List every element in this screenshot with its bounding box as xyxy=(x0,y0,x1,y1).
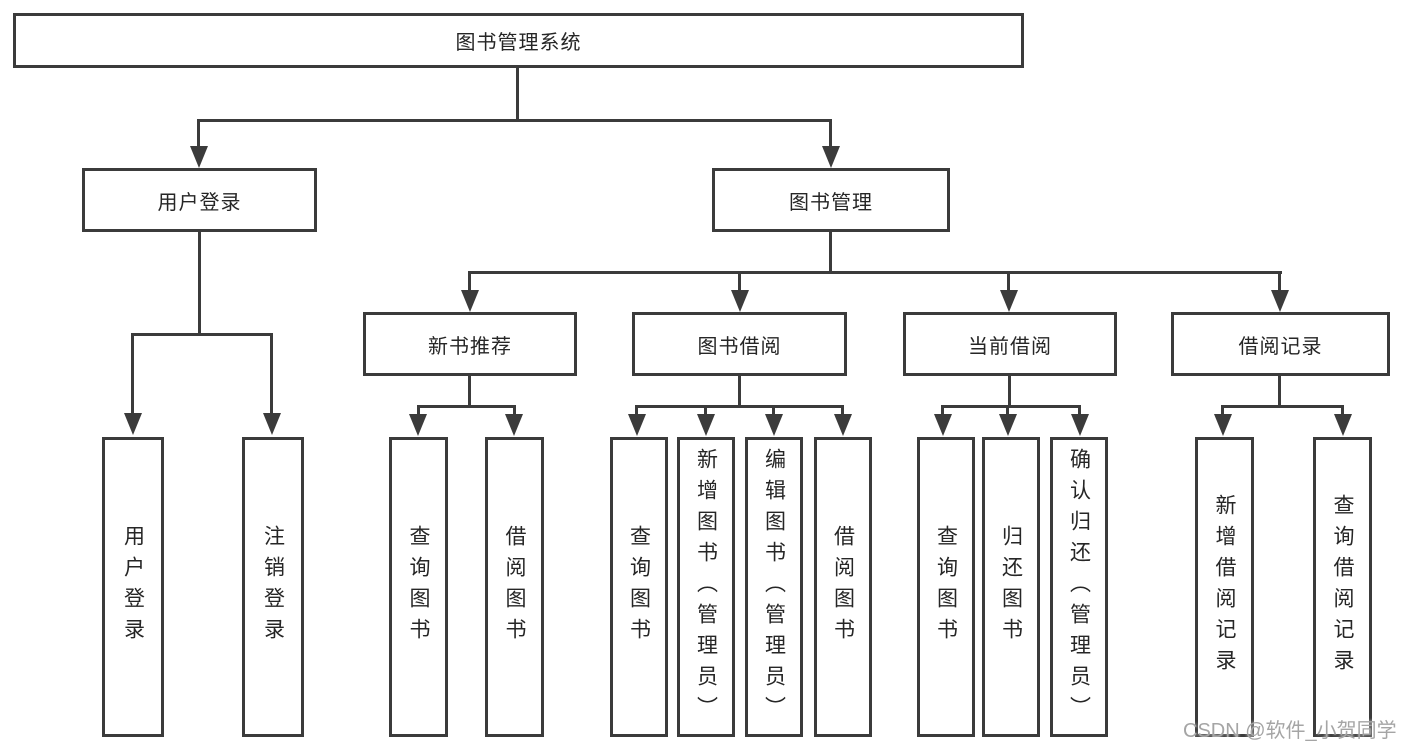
connector-line-v xyxy=(738,271,741,293)
node-user-login-label: 用户登录 xyxy=(157,191,242,214)
connector-line-h xyxy=(1222,405,1344,408)
node-leaf-bb-query-books-label: 查询图书 xyxy=(627,525,651,649)
node-book-management: 图书管理 xyxy=(712,168,950,232)
node-leaf-bb-edit-book-admin-label: 编辑图书（管理员） xyxy=(762,447,786,727)
connector-line-v xyxy=(417,405,420,417)
connector-line-v xyxy=(1341,405,1344,417)
node-leaf-br-add-record: 新增借阅记录 xyxy=(1195,437,1254,737)
arrow-down-icon xyxy=(1071,414,1089,436)
connector-line-v xyxy=(704,405,707,417)
node-system-root-label: 图书管理系统 xyxy=(455,32,582,54)
node-leaf-bb-edit-book-admin: 编辑图书（管理员） xyxy=(745,437,803,737)
node-current-borrowing-label: 当前借阅 xyxy=(968,335,1052,358)
connector-line-v xyxy=(468,271,471,293)
node-leaf-nbr-query-books: 查询图书 xyxy=(389,437,448,737)
node-leaf-br-query-record-label: 查询借阅记录 xyxy=(1331,494,1354,680)
connector-line-v xyxy=(1007,271,1010,293)
connector-line-v xyxy=(829,232,832,274)
connector-line-v xyxy=(1078,405,1081,417)
arrow-down-icon xyxy=(765,414,783,436)
node-leaf-cb-confirm-return-admin: 确认归还（管理员） xyxy=(1050,437,1108,737)
arrow-down-icon xyxy=(263,413,281,435)
arrow-down-icon xyxy=(190,146,208,168)
connector-line-v xyxy=(738,376,741,408)
connector-line-v xyxy=(1278,376,1281,408)
connector-line-v xyxy=(131,333,134,413)
node-leaf-logout-label: 注销登录 xyxy=(261,525,285,649)
arrow-down-icon xyxy=(822,146,840,168)
arrow-down-icon xyxy=(461,290,479,312)
connector-line-v xyxy=(270,333,273,413)
connector-line-v xyxy=(198,232,201,336)
arrow-down-icon xyxy=(628,414,646,436)
node-user-login: 用户登录 xyxy=(82,168,317,232)
connector-line-v xyxy=(941,405,944,417)
node-leaf-bb-borrow-books-label: 借阅图书 xyxy=(831,525,855,649)
node-leaf-nbr-borrow-books: 借阅图书 xyxy=(485,437,544,737)
node-leaf-bb-query-books: 查询图书 xyxy=(610,437,668,737)
node-system-root: 图书管理系统 xyxy=(13,13,1024,68)
connector-line-v xyxy=(513,405,516,417)
arrow-down-icon xyxy=(505,414,523,436)
connector-line-v xyxy=(1221,405,1224,417)
connector-line-v xyxy=(829,119,832,149)
arrow-down-icon xyxy=(934,414,952,436)
connector-line-v xyxy=(197,119,200,149)
connector-line-h xyxy=(468,271,1282,274)
node-borrow-records-label: 借阅记录 xyxy=(1238,335,1323,358)
node-leaf-nbr-query-books-label: 查询图书 xyxy=(407,525,430,649)
arrow-down-icon xyxy=(1271,290,1289,312)
node-leaf-user-login-label: 用户登录 xyxy=(121,525,145,649)
node-leaf-bb-add-book-admin-label: 新增图书（管理员） xyxy=(694,447,718,727)
arrow-down-icon xyxy=(697,414,715,436)
connector-line-v xyxy=(1278,271,1281,293)
node-leaf-br-query-record: 查询借阅记录 xyxy=(1313,437,1372,737)
node-leaf-logout: 注销登录 xyxy=(242,437,304,737)
arrow-down-icon xyxy=(1214,414,1232,436)
node-book-borrowing-label: 图书借阅 xyxy=(697,335,782,358)
arrow-down-icon xyxy=(1334,414,1352,436)
node-leaf-user-login: 用户登录 xyxy=(102,437,164,737)
node-leaf-br-add-record-label: 新增借阅记录 xyxy=(1213,494,1236,680)
node-leaf-nbr-borrow-books-label: 借阅图书 xyxy=(503,525,526,649)
node-borrow-records: 借阅记录 xyxy=(1171,312,1390,376)
node-leaf-bb-add-book-admin: 新增图书（管理员） xyxy=(677,437,735,737)
connector-line-v xyxy=(1006,405,1009,417)
node-leaf-cb-return-books: 归还图书 xyxy=(982,437,1040,737)
connector-line-v xyxy=(772,405,775,417)
arrow-down-icon xyxy=(409,414,427,436)
node-leaf-cb-query-books: 查询图书 xyxy=(917,437,975,737)
connector-line-h xyxy=(942,405,1081,408)
node-current-borrowing: 当前借阅 xyxy=(903,312,1117,376)
node-book-borrowing: 图书借阅 xyxy=(632,312,847,376)
csdn-watermark: CSDN @软件_小贺同学 xyxy=(1183,720,1397,742)
connector-line-v xyxy=(1008,376,1011,408)
connector-line-h xyxy=(197,119,832,122)
node-new-book-recommend: 新书推荐 xyxy=(363,312,577,376)
arrow-down-icon xyxy=(1000,290,1018,312)
node-leaf-cb-return-books-label: 归还图书 xyxy=(999,525,1023,649)
node-leaf-cb-query-books-label: 查询图书 xyxy=(934,525,958,649)
node-new-book-recommend-label: 新书推荐 xyxy=(428,335,512,358)
arrow-down-icon xyxy=(834,414,852,436)
connector-line-v xyxy=(635,405,638,417)
connector-line-h xyxy=(131,333,273,336)
arrow-down-icon xyxy=(731,290,749,312)
connector-line-h xyxy=(417,405,516,408)
connector-line-v xyxy=(841,405,844,417)
node-leaf-bb-borrow-books: 借阅图书 xyxy=(814,437,872,737)
arrow-down-icon xyxy=(999,414,1017,436)
connector-line-v xyxy=(468,376,471,408)
connector-line-v xyxy=(516,68,519,120)
node-book-management-label: 图书管理 xyxy=(789,191,873,214)
node-leaf-cb-confirm-return-admin-label: 确认归还（管理员） xyxy=(1067,447,1091,727)
connector-line-h xyxy=(636,405,844,408)
arrow-down-icon xyxy=(124,413,142,435)
